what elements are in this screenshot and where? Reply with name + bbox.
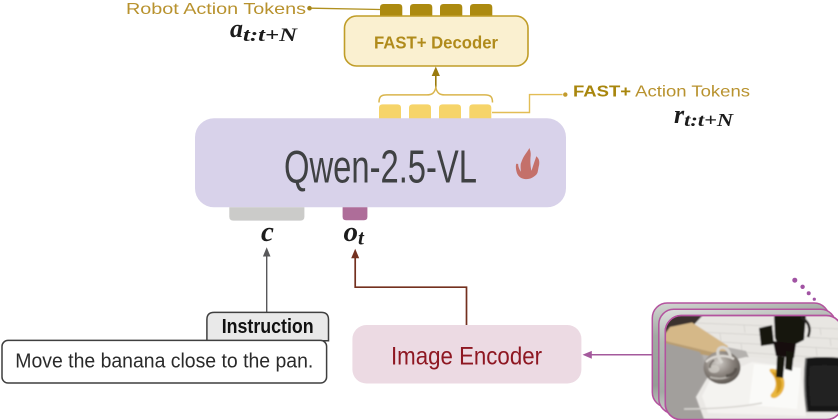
svg-text:FAST+ Action Tokens: FAST+ Action Tokens — [573, 84, 750, 101]
svg-text:at:t+N: at:t+N — [230, 14, 299, 46]
svg-text:ot: ot — [344, 216, 366, 250]
svg-text:Instruction: Instruction — [222, 316, 314, 338]
svg-text:c: c — [261, 216, 274, 248]
svg-text:Image Encoder: Image Encoder — [391, 343, 542, 371]
svg-text:Qwen-2.5-VL: Qwen-2.5-VL — [284, 141, 477, 193]
svg-text:Move the banana close to the p: Move the banana close to the pan. — [15, 351, 313, 373]
svg-text:Robot Action Tokens: Robot Action Tokens — [126, 1, 306, 18]
svg-text:FAST+ Decoder: FAST+ Decoder — [374, 33, 498, 53]
svg-text:rt:t+N: rt:t+N — [674, 100, 734, 130]
